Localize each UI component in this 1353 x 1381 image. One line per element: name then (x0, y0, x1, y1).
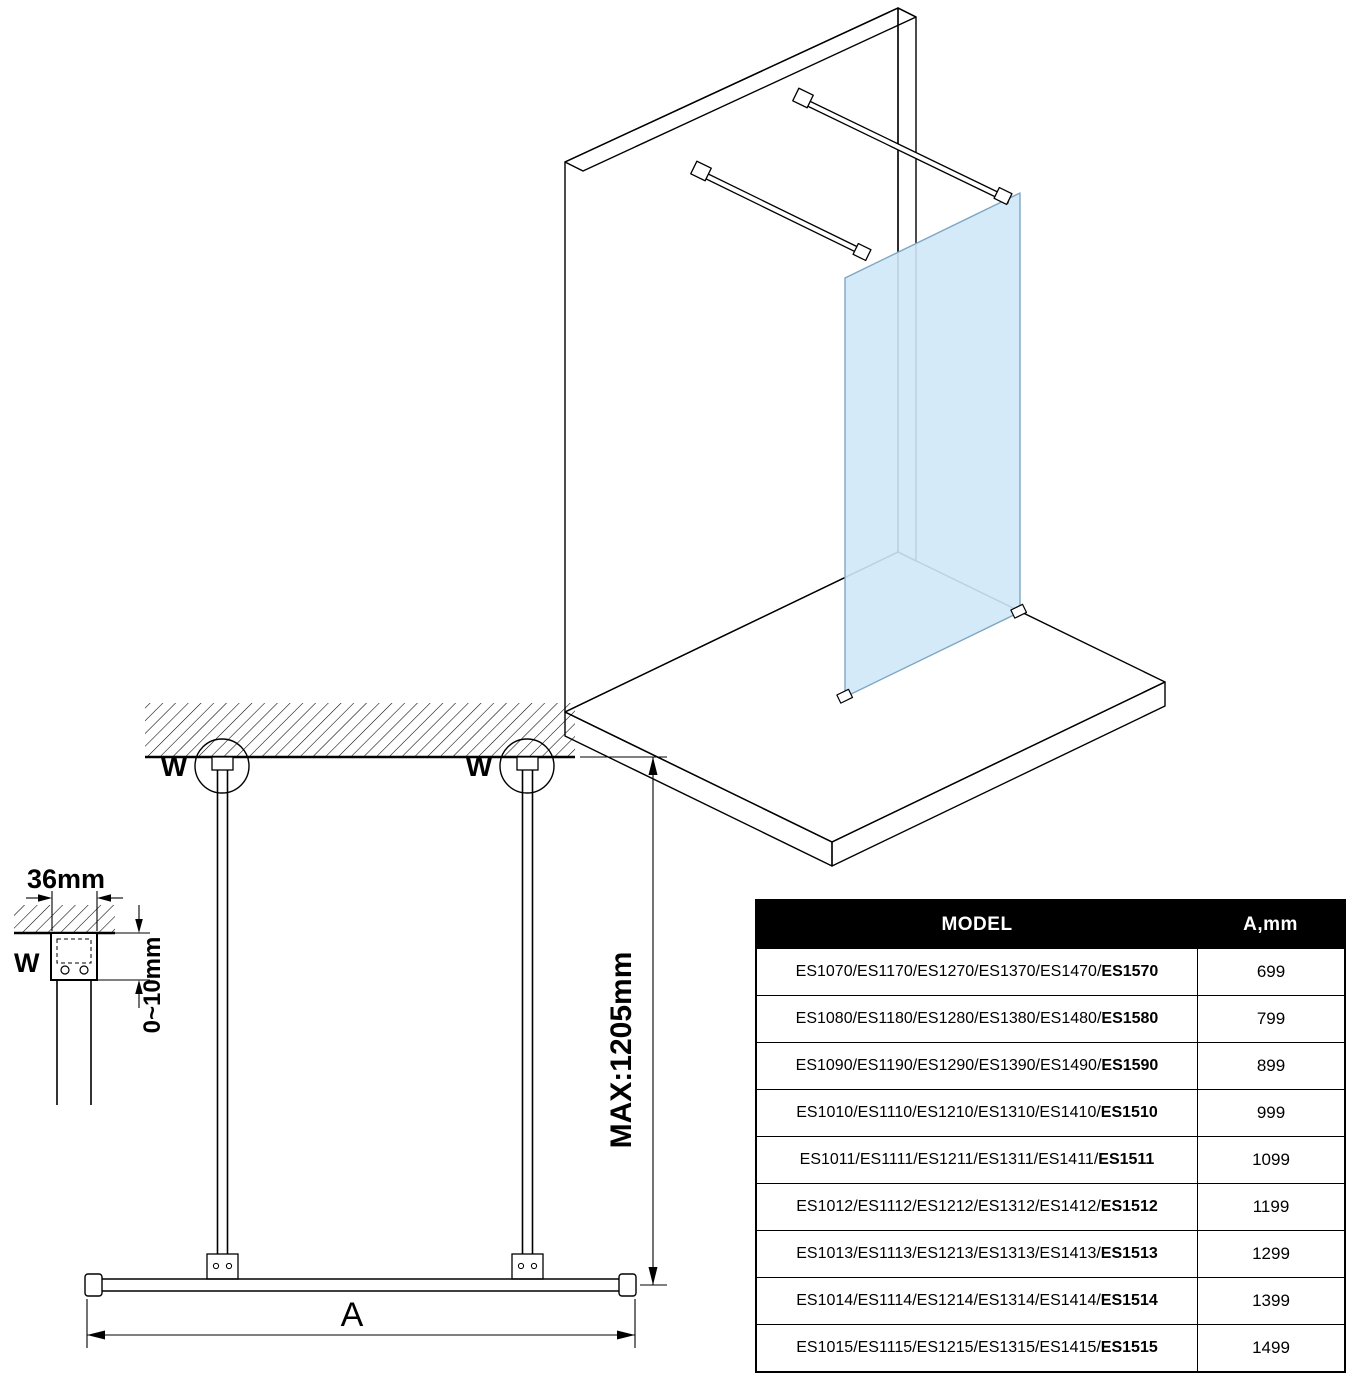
post-right-wall-bracket (516, 756, 539, 771)
model-codes-regular: ES1070/ES1170/ES1270/ES1370/ES1470/ (795, 963, 1102, 980)
support-bar-rear-wall-bracket (792, 87, 814, 109)
glass-end-profile-right (618, 1273, 637, 1297)
table-row: ES1012/ES1112/ES1212/ES1312/ES1412/ES151… (757, 1183, 1344, 1230)
support-post-left (206, 756, 239, 1280)
model-codes: ES1013/ES1113/ES1213/ES1313/ES1413/ES151… (757, 1231, 1197, 1277)
a-value: 1399 (1197, 1278, 1344, 1324)
a-value: 1199 (1197, 1184, 1344, 1230)
model-code-last: ES1512 (1100, 1198, 1158, 1215)
table-row: ES1013/ES1113/ES1213/ES1313/ES1413/ES151… (757, 1230, 1344, 1277)
model-codes-regular: ES1015/ES1115/ES1215/ES1315/ES1415/ (796, 1339, 1101, 1356)
model-codes-regular: ES1090/ES1190/ES1290/ES1390/ES1490/ (795, 1057, 1102, 1074)
support-post-right (511, 756, 544, 1280)
wall-hatch (145, 703, 575, 756)
wall-top-face (564, 7, 917, 172)
model-codes: ES1090/ES1190/ES1290/ES1390/ES1490/ES159… (757, 1043, 1197, 1089)
wall-bracket (50, 932, 98, 981)
table-row: ES1015/ES1115/ES1215/ES1315/ES1415/ES151… (757, 1324, 1344, 1371)
model-codes-regular: ES1012/ES1112/ES1212/ES1312/ES1412/ (796, 1198, 1101, 1215)
adjust-range-label: 0~10mm (139, 937, 166, 1034)
support-bar-rear-body (796, 94, 1009, 204)
a-value: 899 (1197, 1043, 1344, 1089)
detail-labels: 36mm W 0~10mm (14, 864, 166, 1033)
support-post-detail (56, 980, 92, 1105)
model-codes: ES1015/ES1115/ES1215/ES1315/ES1415/ES151… (757, 1325, 1197, 1371)
support-bar-front (690, 160, 872, 262)
max-height-dimension-label: MAX:1205mm (605, 952, 638, 1149)
model-code-last: ES1590 (1101, 1057, 1159, 1074)
post-right-glass-bracket (511, 1253, 544, 1280)
model-code-last: ES1514 (1100, 1292, 1158, 1309)
detail-dimensions (26, 891, 150, 1008)
model-code-last: ES1580 (1101, 1010, 1159, 1027)
floor-front-right-face (831, 681, 1166, 867)
glass-end-profile-left (84, 1273, 103, 1297)
a-value: 1499 (1197, 1325, 1344, 1371)
table-row: ES1010/ES1110/ES1210/ES1310/ES1410/ES151… (757, 1089, 1344, 1136)
detail-view: 36mm W 0~10mm (14, 864, 166, 1105)
a-value: 799 (1197, 996, 1344, 1042)
bracket-screw-right (79, 965, 89, 975)
bracket-screw-left (60, 965, 70, 975)
isometric-view (564, 7, 1166, 867)
model-codes-regular: ES1080/ES1180/ES1280/ES1380/ES1480/ (795, 1010, 1102, 1027)
table-row: ES1014/ES1114/ES1214/ES1314/ES1414/ES151… (757, 1277, 1344, 1324)
table-row: ES1070/ES1170/ES1270/ES1370/ES1470/ES157… (757, 948, 1344, 995)
support-bar-front-body (695, 167, 867, 258)
glass-panel (844, 192, 1021, 698)
table-row: ES1080/ES1180/ES1280/ES1380/ES1480/ES158… (757, 995, 1344, 1042)
a-value: 1099 (1197, 1137, 1344, 1183)
model-code-last: ES1510 (1100, 1104, 1158, 1121)
table-row: ES1011/ES1111/ES1211/ES1311/ES1411/ES151… (757, 1136, 1344, 1183)
model-codes: ES1011/ES1111/ES1211/ES1311/ES1411/ES151… (757, 1137, 1197, 1183)
detail-wall-hatch (14, 905, 115, 933)
a-value: 1299 (1197, 1231, 1344, 1277)
detail-anchor-label: W (14, 948, 40, 978)
wall-anchor-label-right: W (466, 751, 493, 782)
model-codes-regular: ES1014/ES1114/ES1214/ES1314/ES1414/ (796, 1292, 1101, 1309)
floor-fixing-left (836, 688, 854, 704)
model-codes: ES1010/ES1110/ES1210/ES1310/ES1410/ES151… (757, 1090, 1197, 1136)
bracket-width-label: 36mm (27, 864, 105, 894)
table-header-a-mm: A,mm (1243, 913, 1298, 935)
support-bar-front-wall-bracket (690, 160, 712, 182)
detail-callout-circle-right (499, 738, 555, 794)
post-left-wall-bracket (211, 756, 234, 771)
wall-bracket-hidden-edge (56, 938, 92, 964)
table-row: ES1090/ES1190/ES1290/ES1390/ES1490/ES159… (757, 1042, 1344, 1089)
model-codes-regular: ES1010/ES1110/ES1210/ES1310/ES1410/ (796, 1104, 1101, 1121)
a-value: 999 (1197, 1090, 1344, 1136)
wall-anchor-label-left: W (161, 751, 188, 782)
model-codes: ES1012/ES1112/ES1212/ES1312/ES1412/ES151… (757, 1184, 1197, 1230)
model-codes-regular: ES1011/ES1111/ES1211/ES1311/ES1411/ (799, 1151, 1099, 1168)
glass-panel-plan (84, 1273, 637, 1297)
table-header-row: MODEL A,mm (757, 901, 1344, 948)
model-codes: ES1014/ES1114/ES1214/ES1314/ES1414/ES151… (757, 1278, 1197, 1324)
model-codes: ES1080/ES1180/ES1280/ES1380/ES1480/ES158… (757, 996, 1197, 1042)
floor-fixing-right (1010, 603, 1028, 619)
model-code-last: ES1515 (1100, 1339, 1158, 1356)
plan-dimensions (86, 756, 667, 1348)
post-left-glass-bracket (206, 1253, 239, 1280)
wall-bracket-body (50, 932, 98, 981)
model-codes: ES1070/ES1170/ES1270/ES1370/ES1470/ES157… (757, 949, 1197, 995)
plan-view: W W A MAX:1205mm (84, 703, 667, 1348)
support-bar-front-glass-bracket (852, 242, 872, 262)
model-code-last: ES1513 (1100, 1245, 1158, 1262)
plan-labels: W W A MAX:1205mm (161, 751, 638, 1334)
detail-callout-circle-left (194, 738, 250, 794)
support-bar-rear-glass-bracket (993, 186, 1013, 206)
model-codes-regular: ES1013/ES1113/ES1213/ES1313/ES1413/ (796, 1245, 1101, 1262)
support-bar-rear (792, 87, 1013, 206)
table-header-model: MODEL (941, 913, 1013, 935)
model-code-last: ES1511 (1098, 1151, 1155, 1168)
model-code-last: ES1570 (1101, 963, 1159, 980)
model-spec-table: MODEL A,mm ES1070/ES1170/ES1270/ES1370/E… (755, 899, 1346, 1373)
glass-floor-fixings (836, 603, 1028, 704)
a-value: 699 (1197, 949, 1344, 995)
floor-front-left-face (564, 711, 833, 867)
width-dimension-label: A (341, 1296, 364, 1334)
